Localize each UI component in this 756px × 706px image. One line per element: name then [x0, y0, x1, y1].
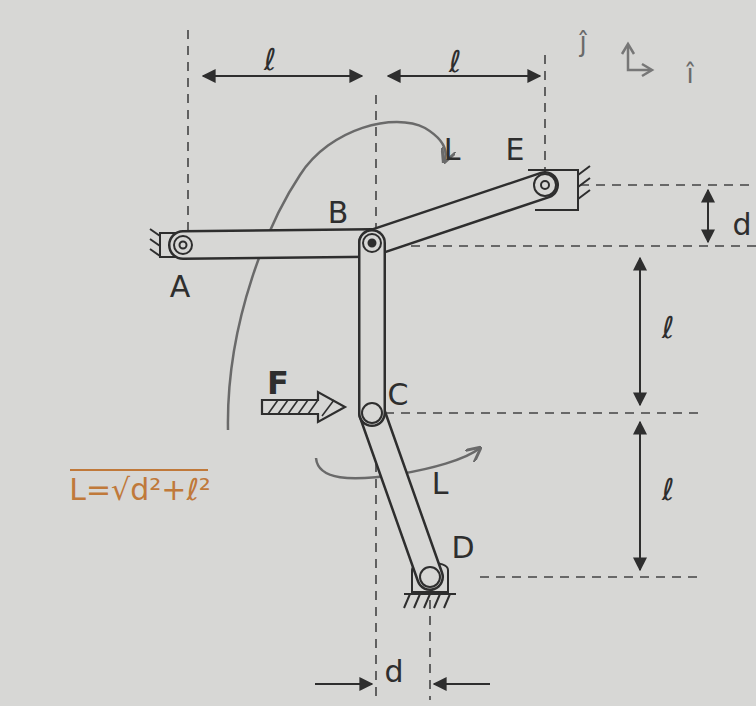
drawing-label: ĵ	[579, 29, 586, 55]
axis-icon	[622, 44, 652, 76]
drawing-label: L	[444, 135, 461, 165]
drawing-label: L	[432, 469, 449, 499]
drawing-label: ℓ	[662, 313, 674, 343]
drawing-label: E	[506, 135, 525, 165]
dimension-arrows	[203, 76, 708, 684]
leader-curves	[228, 122, 480, 478]
pin-joints	[174, 174, 556, 587]
ground-supports	[150, 166, 590, 608]
drawing-label: î	[686, 61, 693, 87]
drawing-label: L=√d²+ℓ²	[69, 475, 211, 505]
drawing-label: F	[267, 367, 289, 399]
drawing-label: A	[170, 272, 191, 302]
drawing-label: C	[388, 380, 409, 410]
drawing-label: ℓ	[662, 475, 674, 505]
radical-bar	[70, 469, 208, 471]
drawing-label: d	[384, 657, 403, 687]
drawing-label: ℓ	[449, 47, 461, 77]
drawing-label: ℓ	[264, 45, 276, 75]
drawing-label: D	[451, 533, 474, 563]
drawing-label: d	[732, 210, 751, 240]
links	[183, 185, 545, 577]
dashed-guides	[188, 30, 756, 700]
drawing-label: B	[328, 198, 349, 228]
